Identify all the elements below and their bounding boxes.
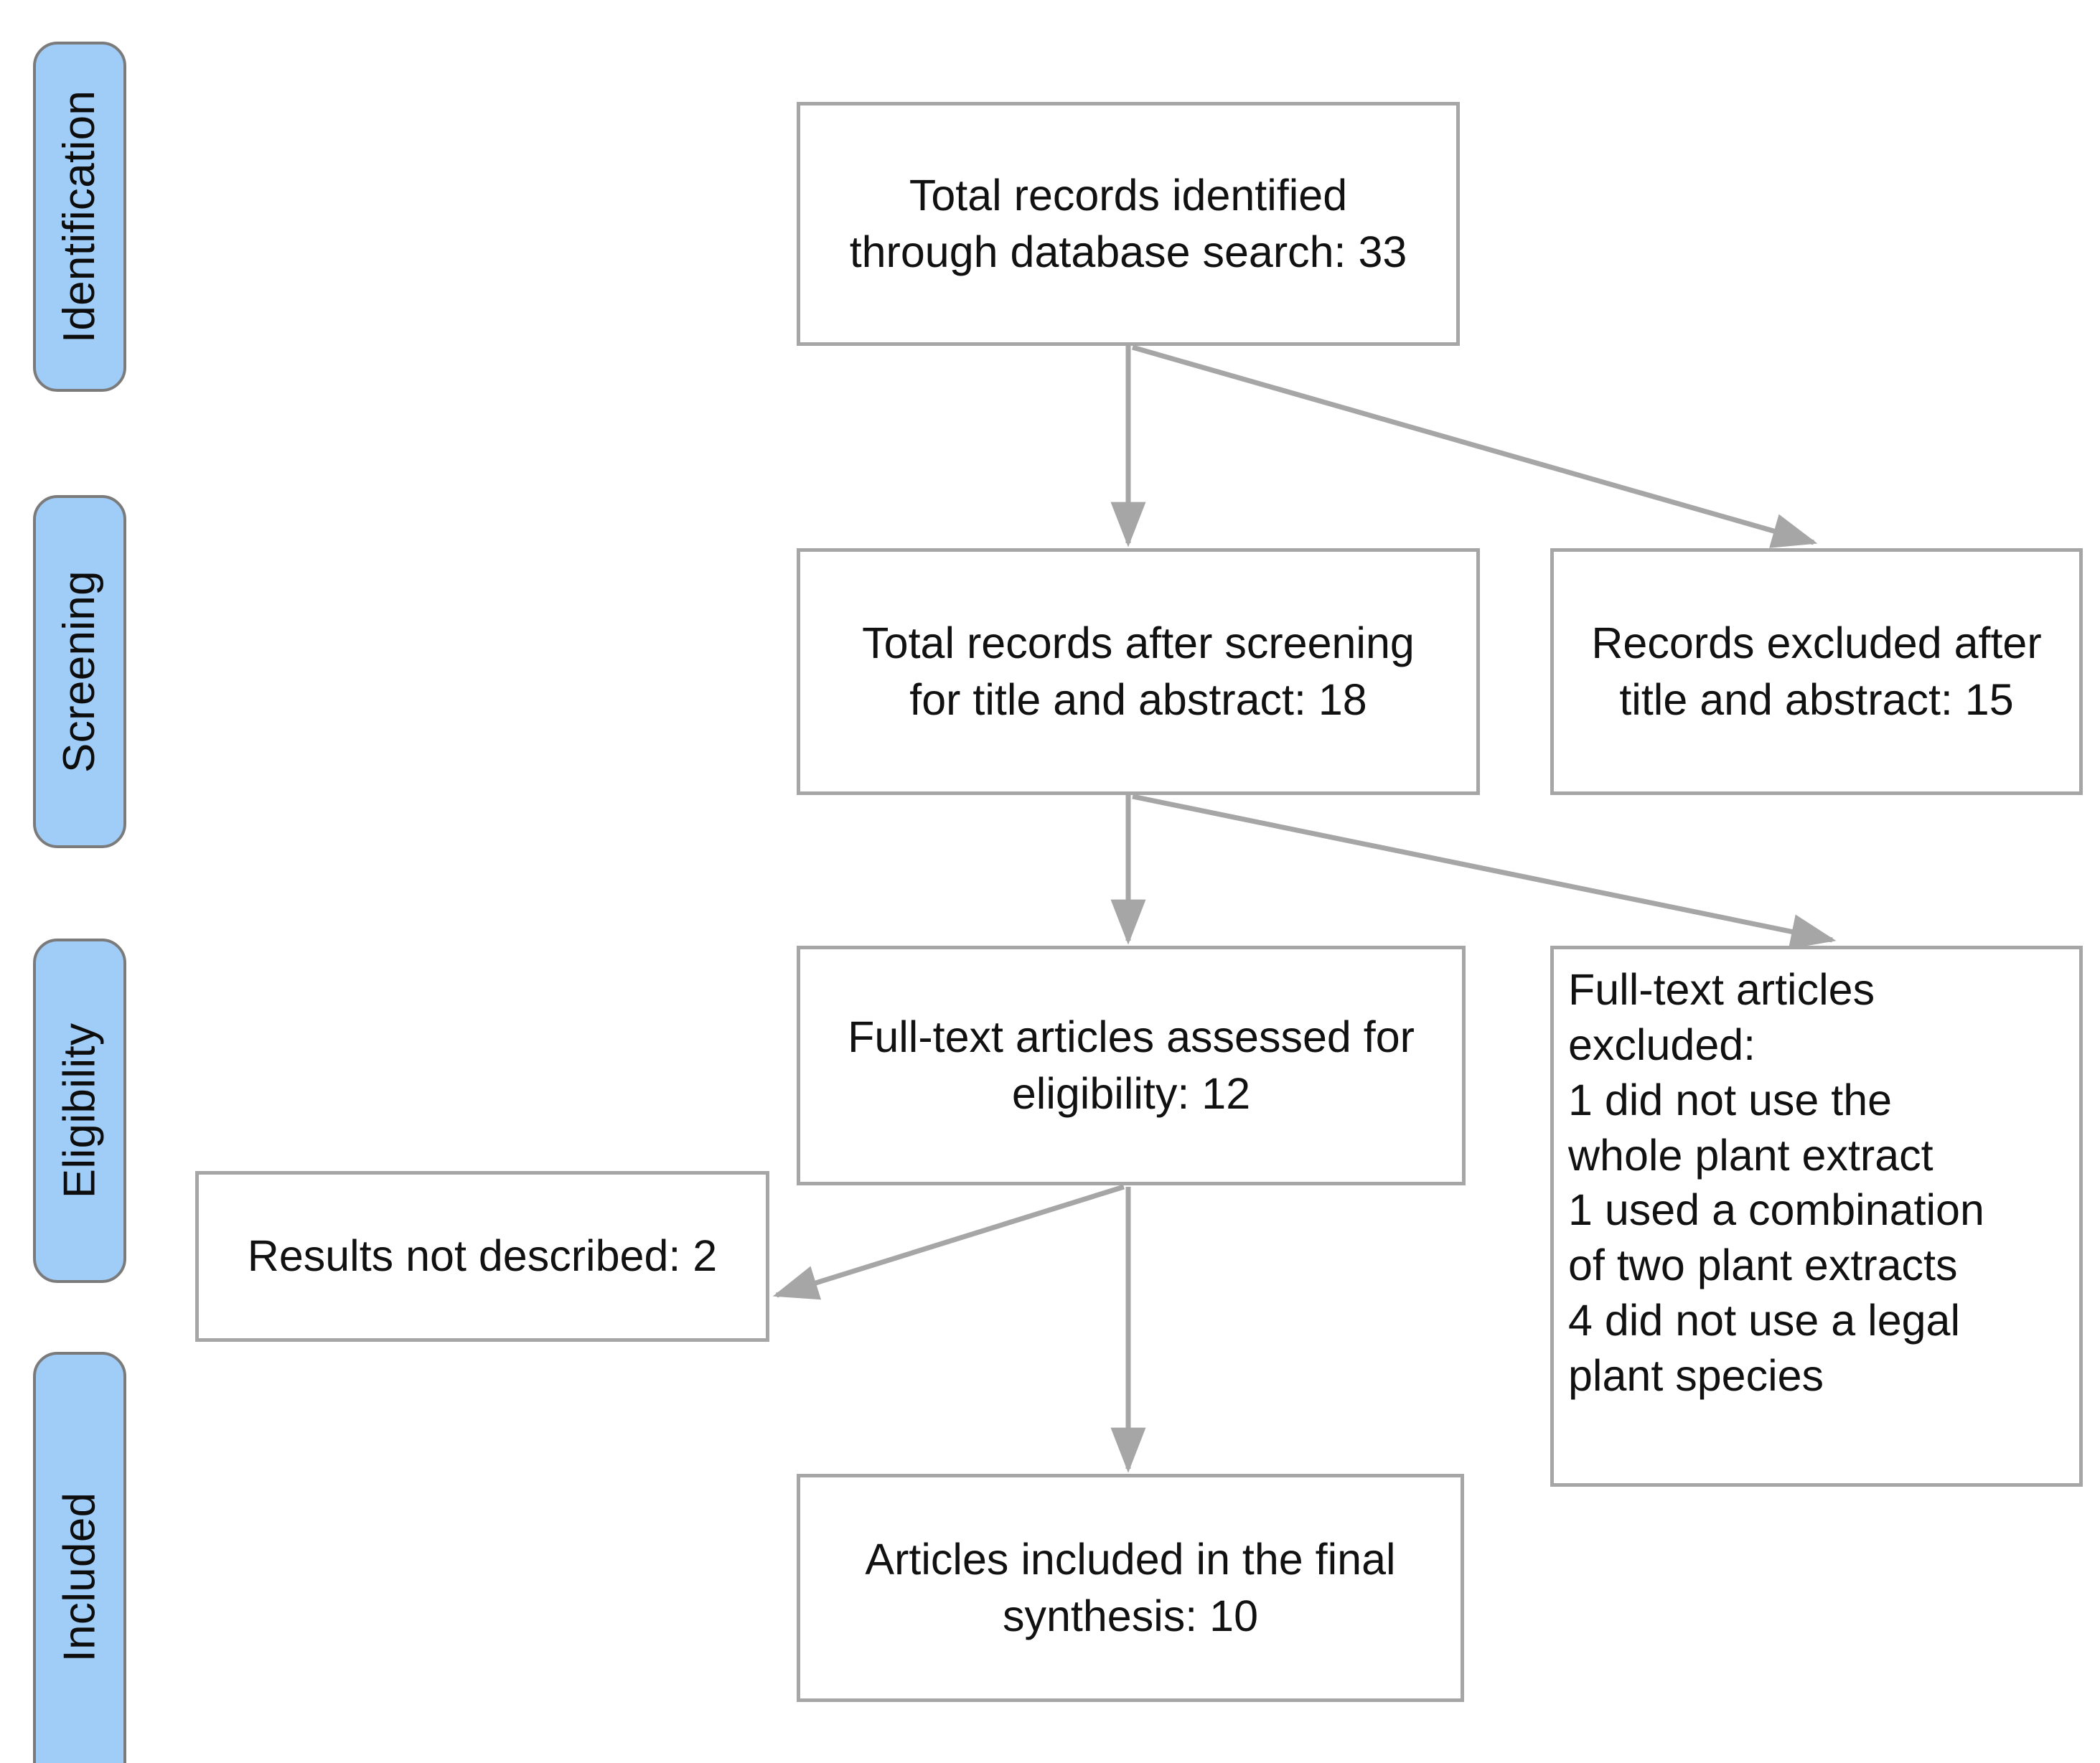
box-text-total-records-after-screening: Total records after screening for title …: [862, 618, 1415, 724]
box-text-fulltext-articles-assessed: Full-text articles assessed for eligibil…: [848, 1012, 1415, 1118]
box-text-total-records-identified: Total records identified through databas…: [849, 170, 1407, 276]
box-results-not-described: Results not described: 2: [195, 1171, 769, 1342]
box-fulltext-articles-excluded: Full-text articles excluded: 1 did not u…: [1550, 946, 2083, 1487]
stage-label-eligibility: Eligibility: [55, 1022, 104, 1199]
stage-pill-included: Included: [33, 1352, 126, 1763]
box-text-articles-included-final-synthesis: Articles included in the final synthesis…: [865, 1534, 1396, 1640]
stage-pill-screening: Screening: [33, 495, 126, 848]
stage-label-screening: Screening: [55, 570, 105, 773]
box-total-records-identified: Total records identified through databas…: [797, 102, 1460, 346]
connector-eligibility-to-results-not-described: [772, 1184, 1125, 1300]
box-records-excluded-after-title-abstract: Records excluded after title and abstrac…: [1550, 548, 2083, 795]
box-text-results-not-described: Results not described: 2: [247, 1231, 718, 1281]
connector-screening-to-fulltext-excluded: [1132, 794, 1837, 949]
box-articles-included-final-synthesis: Articles included in the final synthesis…: [797, 1474, 1464, 1702]
box-total-records-after-screening: Total records after screening for title …: [797, 548, 1480, 795]
box-text-records-excluded-after-title-abstract: Records excluded after title and abstrac…: [1591, 618, 2042, 724]
stage-label-identification: Identification: [55, 90, 105, 344]
stage-label-included: Included: [55, 1492, 104, 1663]
box-fulltext-articles-assessed: Full-text articles assessed for eligibil…: [797, 946, 1466, 1185]
stage-pill-identification: Identification: [33, 42, 126, 392]
stage-pill-eligibility: Eligibility: [33, 939, 126, 1283]
connector-identified-to-excluded-title-abstract: [1132, 344, 1818, 548]
box-text-fulltext-articles-excluded: Full-text articles excluded: 1 did not u…: [1568, 965, 1984, 1401]
